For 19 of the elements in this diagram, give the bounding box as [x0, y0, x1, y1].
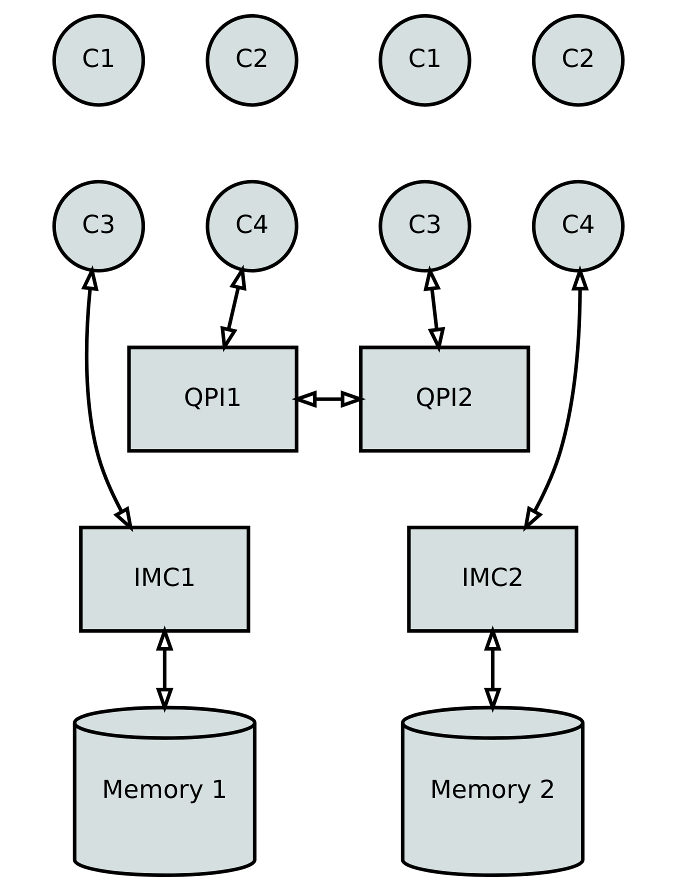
- node-circle: C1: [378, 14, 472, 107]
- node-circle: C1: [52, 14, 146, 107]
- node-circle: C4: [206, 180, 298, 273]
- node-circle: C3: [378, 180, 472, 273]
- arrow: [220, 264, 246, 352]
- node-circle: C2: [206, 14, 298, 107]
- arrow: [156, 626, 174, 713]
- arrow: [423, 265, 446, 353]
- node-circle: C2: [532, 14, 625, 107]
- node-circle: C3: [52, 180, 146, 273]
- arrow: [292, 390, 366, 408]
- arrow: [523, 265, 589, 532]
- node-box: IMC2: [407, 526, 578, 633]
- node-box: IMC1: [79, 526, 250, 633]
- arrow: [484, 626, 502, 713]
- arrow: [81, 265, 134, 532]
- node-box: QPI2: [359, 346, 530, 453]
- node-circle: C4: [532, 180, 625, 273]
- node-box: QPI1: [127, 346, 298, 453]
